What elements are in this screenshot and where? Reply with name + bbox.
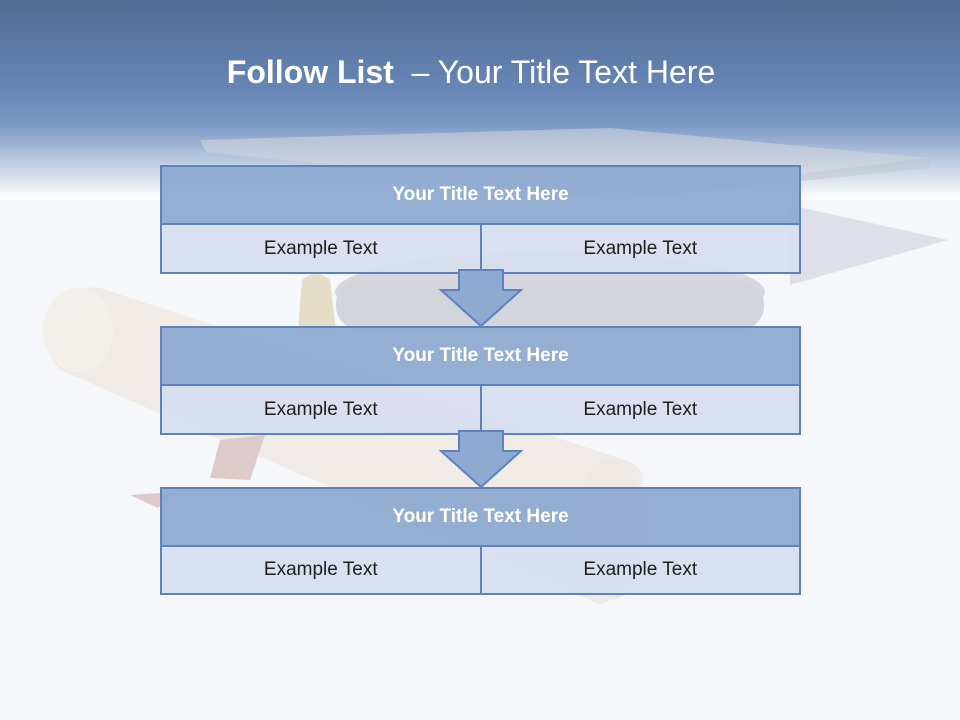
step-cell-left: Example Text: [162, 225, 480, 272]
step-cell-right: Example Text: [479, 386, 799, 433]
slide-title-bold: Follow List: [226, 54, 394, 90]
step-cell-right: Example Text: [479, 225, 799, 272]
step-box-3: Your Title Text Here Example Text Exampl…: [160, 487, 801, 595]
slide-title: Follow List – Your Title Text Here: [0, 54, 942, 91]
step-row: Example Text Example Text: [162, 225, 799, 272]
step-box-2: Your Title Text Here Example Text Exampl…: [160, 326, 801, 435]
step-title: Your Title Text Here: [162, 328, 799, 386]
step-row: Example Text Example Text: [162, 386, 799, 433]
step-row: Example Text Example Text: [162, 547, 799, 593]
slide-title-rest: – Your Title Text Here: [393, 54, 716, 90]
step-cell-right: Example Text: [479, 547, 799, 593]
step-title: Your Title Text Here: [162, 489, 799, 547]
down-arrow-icon: [438, 269, 524, 328]
step-cell-left: Example Text: [162, 547, 480, 593]
step-box-1: Your Title Text Here Example Text Exampl…: [160, 165, 801, 274]
step-title: Your Title Text Here: [162, 167, 799, 225]
down-arrow-icon: [438, 430, 524, 489]
step-cell-left: Example Text: [162, 386, 480, 433]
